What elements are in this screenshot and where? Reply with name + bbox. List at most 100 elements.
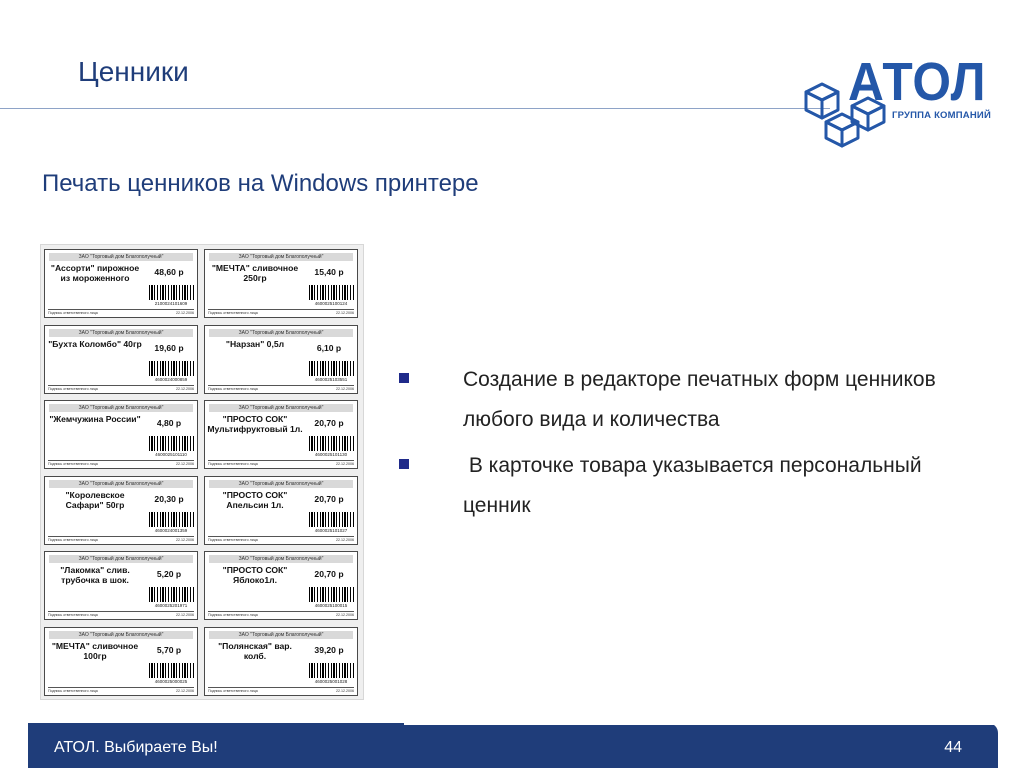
- barcode-icon: [309, 360, 355, 376]
- tag-divider: [208, 611, 354, 612]
- barcode-icon: [309, 436, 355, 451]
- square-bullet-icon: [399, 373, 409, 383]
- tag-sign-label: Подпись ответственного лица: [208, 688, 258, 693]
- barcode-icon: [149, 360, 195, 376]
- footer-divider: [404, 723, 998, 725]
- price-tag: ЗАО "Торговый дом Благополучный" "ПРОСТО …: [204, 400, 358, 469]
- footer-slogan: АТОЛ. Выбираете Вы!: [54, 739, 218, 756]
- tag-barcode-number: 4600025000025: [154, 678, 188, 684]
- slide-subtitle: Печать ценников на Windows принтере: [42, 170, 479, 197]
- page-number: 44: [944, 739, 962, 756]
- tag-date: 22.12.2006: [176, 537, 194, 542]
- tag-company: ЗАО "Торговый дом Благополучный": [49, 328, 193, 337]
- tag-barcode-number: 4600025103551: [314, 376, 348, 382]
- tag-company: ЗАО "Торговый дом Благополучный": [49, 404, 193, 412]
- tag-date: 22.12.2006: [336, 386, 354, 391]
- title-divider: [0, 108, 830, 109]
- price-tag: ЗАО "Торговый дом Благополучный""Ассорти…: [44, 249, 198, 318]
- tag-price: 20,70 р: [314, 418, 344, 428]
- tag-company: ЗАО "Торговый дом Благополучный": [209, 555, 353, 563]
- square-bullet-icon: [399, 459, 409, 469]
- tag-product-name: "Лакомка" слив. трубочка в шок.: [60, 565, 130, 585]
- tag-divider: [208, 535, 354, 537]
- tag-product-name: "ПРОСТО СОК" Апельсин 1л.: [222, 489, 288, 510]
- price-tag: ЗАО "Торговый дом Благополучный""Жемчужи…: [44, 400, 198, 469]
- tag-company: ЗАО "Торговый дом Благополучный": [49, 555, 193, 563]
- tag-barcode-number: 2100024101609: [154, 301, 188, 306]
- tag-date: 22.12.2006: [176, 311, 194, 315]
- logo-tagline: ГРУППА КОМПАНИЙ: [892, 110, 991, 121]
- tag-date: 22.12.2006: [176, 462, 194, 466]
- logo-wordmark: АТОЛ: [848, 52, 987, 112]
- tag-product-name: "Нарзан" 0,5л: [225, 338, 285, 349]
- tag-divider: [48, 535, 194, 537]
- bullet-item: Создание в редакторе печатных форм ценни…: [395, 360, 965, 440]
- tag-price: 48,60 р: [154, 267, 184, 277]
- tag-product-name: "ПРОСТО СОК" Мультифруктовый 1л.: [207, 414, 303, 434]
- barcode-icon: [309, 662, 355, 678]
- price-tag-sheet: ЗАО "Торговый дом Благополучный" "Ассорти…: [40, 244, 364, 700]
- tag-barcode-number: 4600025101027: [314, 527, 348, 533]
- tag-product-name: "Королевское Сафари" 50гр: [65, 489, 125, 510]
- barcode-icon: [309, 587, 355, 602]
- page-title: Ценники: [78, 56, 189, 87]
- tag-divider: [208, 686, 354, 688]
- tag-divider: [208, 460, 354, 461]
- tag-product-name: "Ассорти" пирожное из мороженного: [50, 263, 140, 283]
- tag-price: 19,60 р: [154, 342, 184, 353]
- price-tag: ЗАО "Торговый дом Благополучный""Бухта К…: [44, 324, 198, 394]
- tag-divider: [48, 460, 194, 461]
- barcode-icon: [149, 587, 195, 602]
- tag-date: 22.12.2006: [176, 613, 194, 617]
- tag-company: ЗАО "Торговый дом Благополучный": [49, 630, 193, 639]
- tag-sign-label: Подпись ответственного лица: [208, 386, 258, 391]
- price-tag: ЗАО "Торговый дом Благополучный""Королев…: [44, 475, 198, 545]
- tag-date: 22.12.2006: [336, 462, 354, 466]
- tag-date: 22.12.2006: [336, 537, 354, 542]
- tag-sign-label: Подпись ответственного лица: [208, 537, 258, 542]
- tag-sign-label: Подпись ответственного лица: [208, 462, 258, 466]
- tag-date: 22.12.2006: [176, 688, 194, 693]
- tag-barcode-number: 4600025201971: [154, 603, 188, 608]
- tag-product-name: "Бухта Коломбо" 40гр: [48, 338, 142, 349]
- tag-company: ЗАО "Торговый дом Благополучный": [209, 479, 353, 488]
- tag-sign-label: Подпись ответственного лица: [48, 537, 98, 542]
- cubes-logo-icon: [804, 82, 886, 148]
- tag-sign-label: Подпись ответственного лица: [48, 311, 98, 315]
- tag-company: ЗАО "Торговый дом Благополучный": [209, 404, 353, 412]
- tag-sign-label: Подпись ответственного лица: [48, 386, 98, 391]
- tag-price: 4,80 р: [156, 418, 182, 428]
- barcode-icon: [149, 662, 195, 678]
- tag-divider: [48, 309, 194, 310]
- tag-company: ЗАО "Торговый дом Благополучный": [209, 630, 353, 639]
- footer-bar: АТОЛ. Выбираете Вы! 44: [28, 723, 998, 768]
- barcode-icon: [149, 511, 195, 527]
- tag-product-name: "МЕЧТА" сливочное 100гр: [51, 640, 139, 661]
- tag-sign-label: Подпись ответственного лица: [208, 311, 258, 315]
- bullet-item: В карточке товара указывается персональн…: [395, 446, 965, 526]
- tag-divider: [48, 611, 194, 612]
- tag-divider: [208, 309, 354, 310]
- tag-price: 15,40 р: [314, 267, 344, 277]
- tag-company: ЗАО "Торговый дом Благополучный": [209, 328, 353, 337]
- tag-price: 6,10 р: [316, 342, 342, 353]
- tag-company: ЗАО "Торговый дом Благополучный": [49, 479, 193, 488]
- price-tag: ЗАО "Торговый дом Благополучный""ПРОСТО …: [204, 475, 358, 545]
- tag-price: 39,20 р: [314, 644, 344, 655]
- barcode-icon: [309, 511, 355, 527]
- barcode-icon: [149, 285, 195, 300]
- company-logo: АТОЛ ГРУППА КОМПАНИЙ: [800, 52, 1000, 152]
- barcode-icon: [309, 285, 355, 300]
- tag-barcode-number: 4600025101110: [155, 452, 187, 457]
- tag-price: 5,70 р: [156, 644, 182, 655]
- tag-product-name: "МЕЧТА" сливочное 250гр: [211, 263, 299, 283]
- price-tag: ЗАО "Торговый дом Благополучный""МЕЧТА" …: [44, 626, 198, 696]
- tag-date: 22.12.2006: [336, 613, 354, 617]
- tag-sign-label: Подпись ответственного лица: [208, 613, 258, 617]
- tag-price: 20,70 р: [314, 493, 344, 504]
- price-tag: ЗАО "Торговый дом Благополучный""Нарзан"…: [204, 324, 358, 394]
- price-tag: ЗАО "Торговый дом Благополучный""Полянск…: [204, 626, 358, 696]
- tag-barcode-number: 4600025100124: [314, 301, 348, 306]
- tag-product-name: "Полянская" вар. колб.: [218, 640, 292, 661]
- tag-product-name: "ПРОСТО СОК" Яблоко1л.: [222, 565, 288, 585]
